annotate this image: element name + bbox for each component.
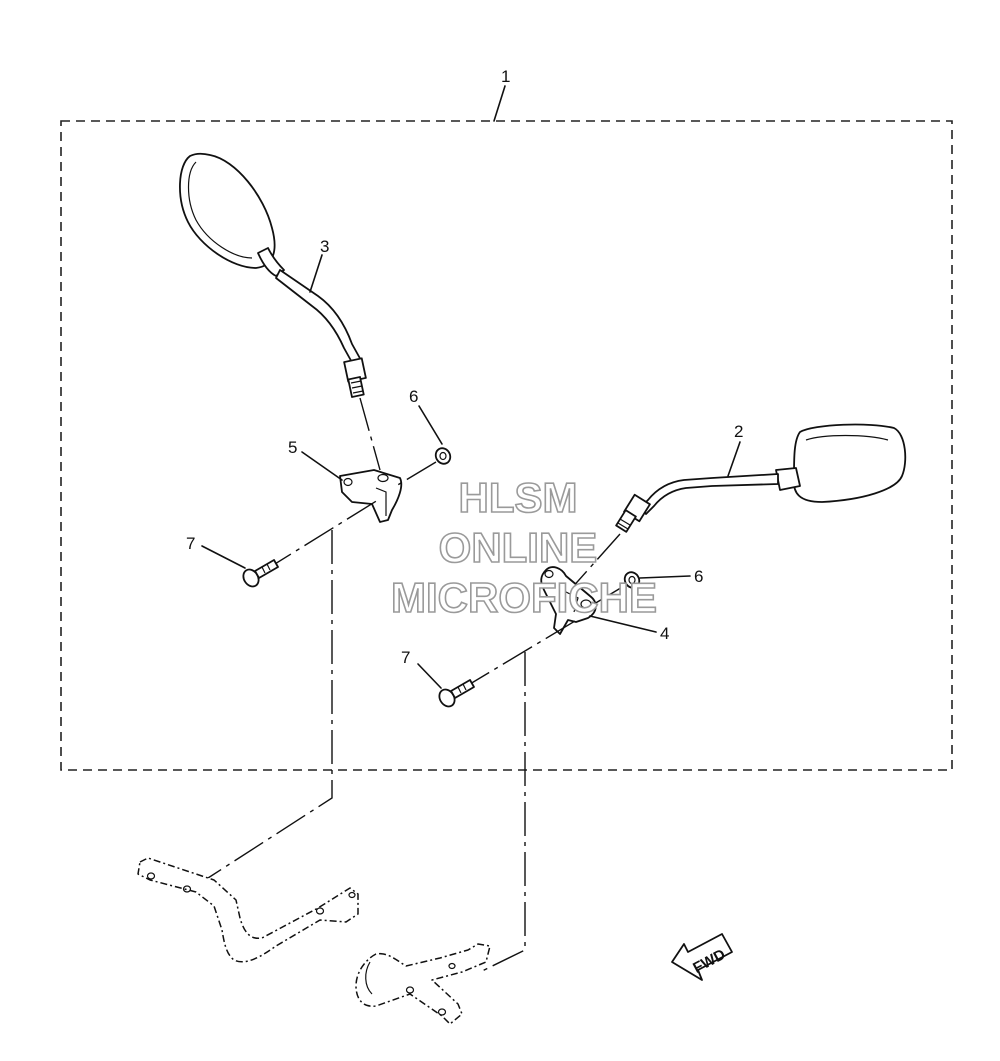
mount-line-right [479,652,526,973]
right-nut [623,571,641,589]
left-bracket [339,469,403,523]
right-mirror [615,423,907,533]
svg-text:2: 2 [734,422,743,441]
callout-4: 4 [589,615,669,643]
right-screw [438,679,475,708]
callout-7-left: 7 [186,534,246,569]
svg-text:1: 1 [501,67,510,86]
left-nut [434,447,452,465]
assembly-boundary [60,120,953,771]
left-mirror [179,152,367,398]
svg-text:7: 7 [186,534,195,553]
axis-line-left-mirror [359,397,381,471]
axis-line-right-mirror [569,533,621,591]
left-screw [242,559,279,588]
callout-6-right: 6 [639,567,703,586]
axis-line-left-screw [261,499,379,573]
callout-2: 2 [727,422,743,477]
watermark-line-1: HLSM [459,474,578,521]
svg-text:6: 6 [409,387,418,406]
axis-line-right-nut [593,585,625,605]
callout-5: 5 [288,438,343,481]
watermark: HLSM ONLINE MICROFICHE [390,473,658,622]
svg-text:6: 6 [694,567,703,586]
right-frame-stay [355,943,491,1025]
fwd-arrow-icon: FWD [671,933,733,981]
axis-line-left-nut [395,461,437,487]
callout-3: 3 [309,237,329,293]
svg-text:7: 7 [401,648,410,667]
svg-text:4: 4 [660,624,669,643]
watermark-line-3: MICROFICHE [391,574,657,621]
watermark-line-2: ONLINE [439,524,598,571]
axis-line-right-screw [459,617,581,691]
right-bracket [540,566,597,635]
callout-6-left: 6 [409,387,443,445]
callout-7-right: 7 [401,648,442,689]
mount-line-left [207,530,333,879]
callout-1: 1 [493,67,510,122]
svg-text:5: 5 [288,438,297,457]
left-frame-stay [137,857,359,963]
svg-text:3: 3 [320,237,329,256]
